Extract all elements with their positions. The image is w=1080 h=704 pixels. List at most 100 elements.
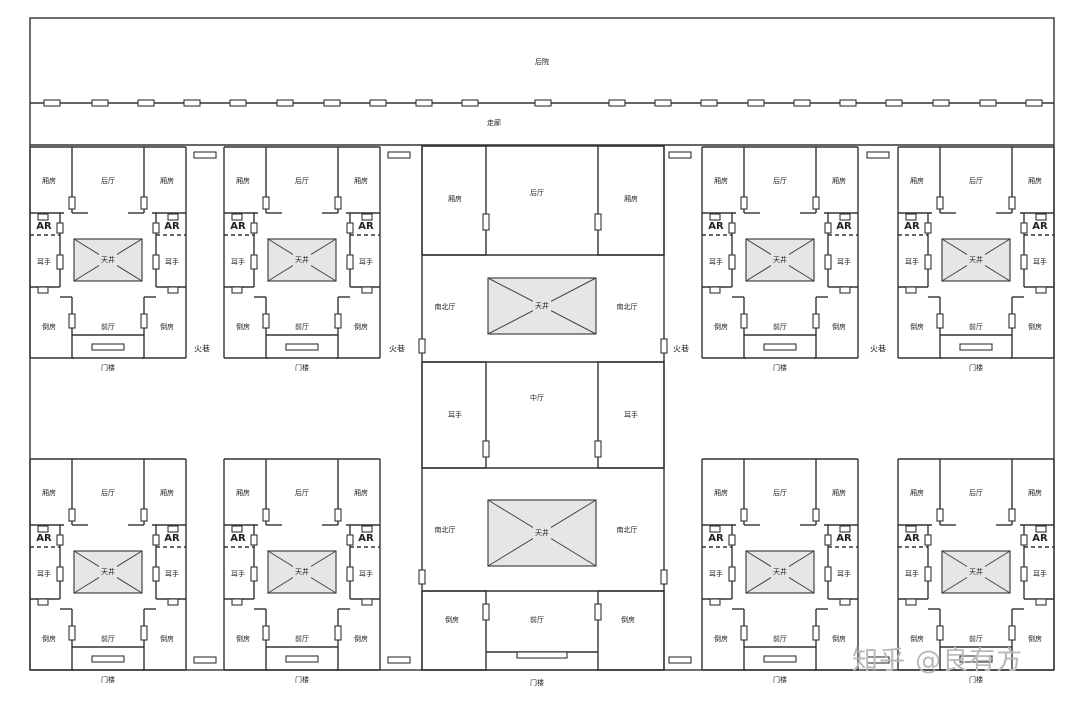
wall-window (839, 99, 857, 107)
door (936, 508, 944, 522)
connector (193, 656, 217, 664)
room-label: 倒房 (714, 322, 728, 331)
wall-window (654, 99, 672, 107)
room-label: 厢房 (832, 176, 846, 185)
patio-label: 天井 (295, 255, 309, 264)
gate-label: 门楼 (295, 675, 309, 684)
gate-label: 门楼 (969, 675, 983, 684)
room-label: 倒房 (832, 634, 846, 643)
patio-label: 天井 (101, 567, 115, 576)
room-label: 耳手 (624, 410, 638, 419)
window (167, 213, 179, 221)
side-room (597, 145, 665, 256)
window (839, 525, 851, 533)
window (1035, 525, 1047, 533)
room-label: 倒房 (445, 615, 459, 624)
room-label: AR (36, 533, 52, 544)
gate-label: 门楼 (101, 675, 115, 684)
window (1035, 213, 1047, 221)
room-label: 南北厅 (435, 525, 456, 534)
door (334, 196, 342, 210)
room-label: 厢房 (42, 488, 56, 497)
room-label: AR (164, 533, 180, 544)
room-label: 倒房 (42, 322, 56, 331)
room-label: 后厅 (295, 176, 309, 185)
door (140, 313, 148, 329)
door (56, 254, 64, 270)
room-label: 前厅 (101, 634, 115, 643)
window (285, 343, 319, 351)
patio-label-bg (533, 300, 551, 312)
room-label: 耳手 (359, 569, 373, 578)
room-label: 倒房 (910, 322, 924, 331)
door (334, 508, 342, 522)
door (152, 222, 160, 234)
corridor-label: 走廊 (487, 118, 501, 127)
room-label: 后厅 (101, 488, 115, 497)
room-label: 厢房 (1028, 176, 1042, 185)
room-label: 耳手 (231, 257, 245, 266)
gate-label: 门楼 (530, 678, 544, 687)
room-label: 耳手 (709, 569, 723, 578)
room-label: 耳手 (837, 569, 851, 578)
window (231, 213, 243, 221)
room-label: 后厅 (773, 488, 787, 497)
gate-label: 门楼 (773, 363, 787, 372)
wall-windows (43, 99, 1043, 107)
patio-label: 天井 (535, 528, 549, 537)
window (361, 213, 373, 221)
door (924, 254, 932, 270)
room-label: 南北厅 (617, 525, 638, 534)
patio-label-bg (967, 566, 985, 578)
room-label: 厢房 (42, 176, 56, 185)
window (37, 213, 49, 221)
connector (668, 151, 692, 159)
patio-label-bg (967, 254, 985, 266)
window (1035, 598, 1047, 606)
room-label: 厢房 (910, 176, 924, 185)
watermark: 知乎 @良有方 (852, 646, 1024, 676)
wall-window (137, 99, 155, 107)
door (140, 196, 148, 210)
room-label: 厢房 (1028, 488, 1042, 497)
wall-window (793, 99, 811, 107)
door (812, 625, 820, 641)
wall-window (369, 99, 387, 107)
door (56, 222, 64, 234)
window (959, 655, 993, 663)
door (924, 222, 932, 234)
door (594, 440, 602, 458)
window (763, 343, 797, 351)
room-label: AR (836, 221, 852, 232)
door (262, 508, 270, 522)
front-room (421, 590, 487, 671)
room-label: 耳手 (905, 569, 919, 578)
room-label: 耳手 (1033, 257, 1047, 266)
room-label: 后厅 (295, 488, 309, 497)
gate-label: 门楼 (101, 363, 115, 372)
room-label: AR (708, 533, 724, 544)
patio-label-bg (771, 254, 789, 266)
wall-window (323, 99, 341, 107)
window (361, 598, 373, 606)
door (728, 534, 736, 546)
window (37, 598, 49, 606)
room-label: 中厅 (530, 393, 544, 402)
door (1020, 254, 1028, 270)
window (361, 525, 373, 533)
door (594, 213, 602, 231)
door (812, 196, 820, 210)
room-label: 倒房 (1028, 322, 1042, 331)
door (740, 625, 748, 641)
wall-window (979, 99, 997, 107)
connector (193, 151, 217, 159)
door (68, 196, 76, 210)
window (167, 598, 179, 606)
patio-label-bg (771, 566, 789, 578)
door (152, 534, 160, 546)
door (824, 254, 832, 270)
door (936, 196, 944, 210)
